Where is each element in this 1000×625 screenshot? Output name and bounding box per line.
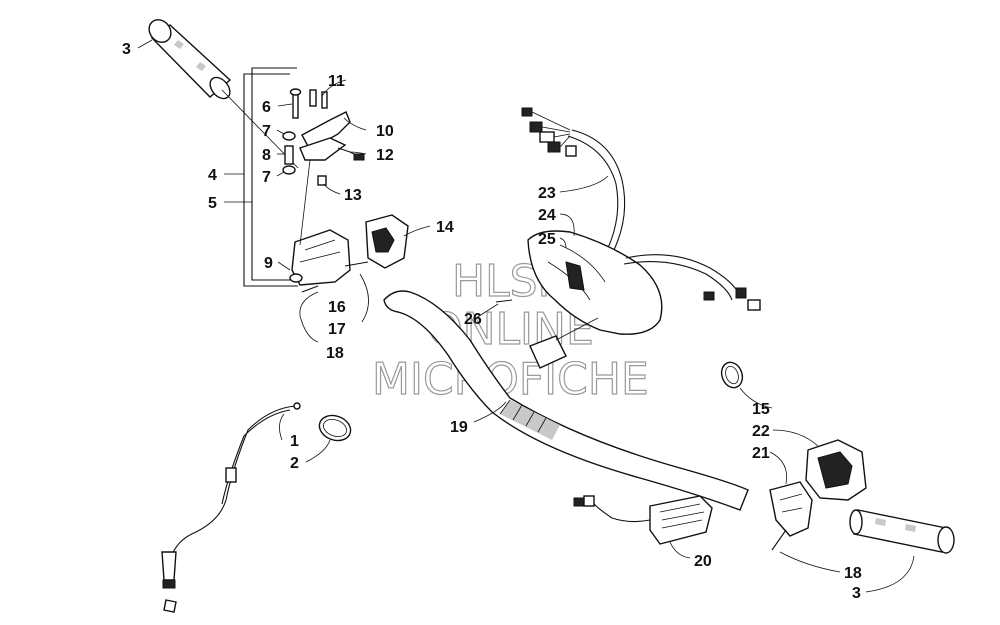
- bracket-4-5: [243, 67, 298, 287]
- callout-18-right: 18: [844, 565, 862, 582]
- left-screws: [299, 261, 369, 343]
- callout-labels: 3 6 7 8 7 4 5 9 11 10 12 13 14 16 17 18 …: [122, 41, 862, 602]
- callout-13: 13: [344, 187, 362, 204]
- callout-24: 24: [538, 207, 556, 224]
- right-grip: [849, 509, 955, 554]
- callout-21: 21: [752, 445, 770, 462]
- callout-5: 5: [208, 195, 217, 212]
- callout-25: 25: [538, 231, 556, 248]
- callout-18-left: 18: [326, 345, 344, 362]
- callout-4: 4: [208, 167, 217, 184]
- callout-1: 1: [290, 433, 299, 450]
- callout-3-right: 3: [852, 585, 861, 602]
- heater-element: [573, 495, 713, 545]
- callout-17: 17: [328, 321, 346, 338]
- callout-12: 12: [376, 147, 394, 164]
- callout-8: 8: [262, 147, 271, 164]
- small-hardware: [282, 88, 328, 186]
- switch-housing: [495, 230, 663, 369]
- callout-7-bottom: 7: [262, 169, 271, 186]
- callout-10: 10: [376, 123, 394, 140]
- leader-lines: [137, 39, 915, 593]
- handlebar: [383, 290, 749, 511]
- clamp-ring-15: [720, 361, 744, 389]
- right-switch: [769, 439, 867, 551]
- callout-19: 19: [450, 419, 468, 436]
- wiring-harness: [521, 107, 626, 251]
- switch-14: [365, 214, 409, 269]
- callout-15: 15: [752, 401, 770, 418]
- callout-2: 2: [290, 455, 299, 472]
- callout-14: 14: [436, 219, 454, 236]
- callout-26: 26: [464, 311, 482, 328]
- right-harness: [623, 254, 761, 311]
- callout-22: 22: [752, 423, 770, 440]
- throttle-lever: [299, 111, 365, 161]
- throttle-cable: [161, 402, 301, 613]
- callout-6: 6: [262, 99, 271, 116]
- callout-16: 16: [328, 299, 346, 316]
- callout-11: 11: [328, 73, 345, 90]
- clamp-ring-2: [318, 414, 352, 442]
- callout-9: 9: [264, 255, 273, 272]
- callout-20: 20: [694, 553, 712, 570]
- throttle-housing: [289, 159, 351, 286]
- watermark-line3: MICROFICHE: [372, 354, 649, 405]
- left-grip: [148, 19, 299, 169]
- callout-23: 23: [538, 185, 556, 202]
- callout-7-top: 7: [262, 123, 271, 140]
- callout-3-left: 3: [122, 41, 131, 58]
